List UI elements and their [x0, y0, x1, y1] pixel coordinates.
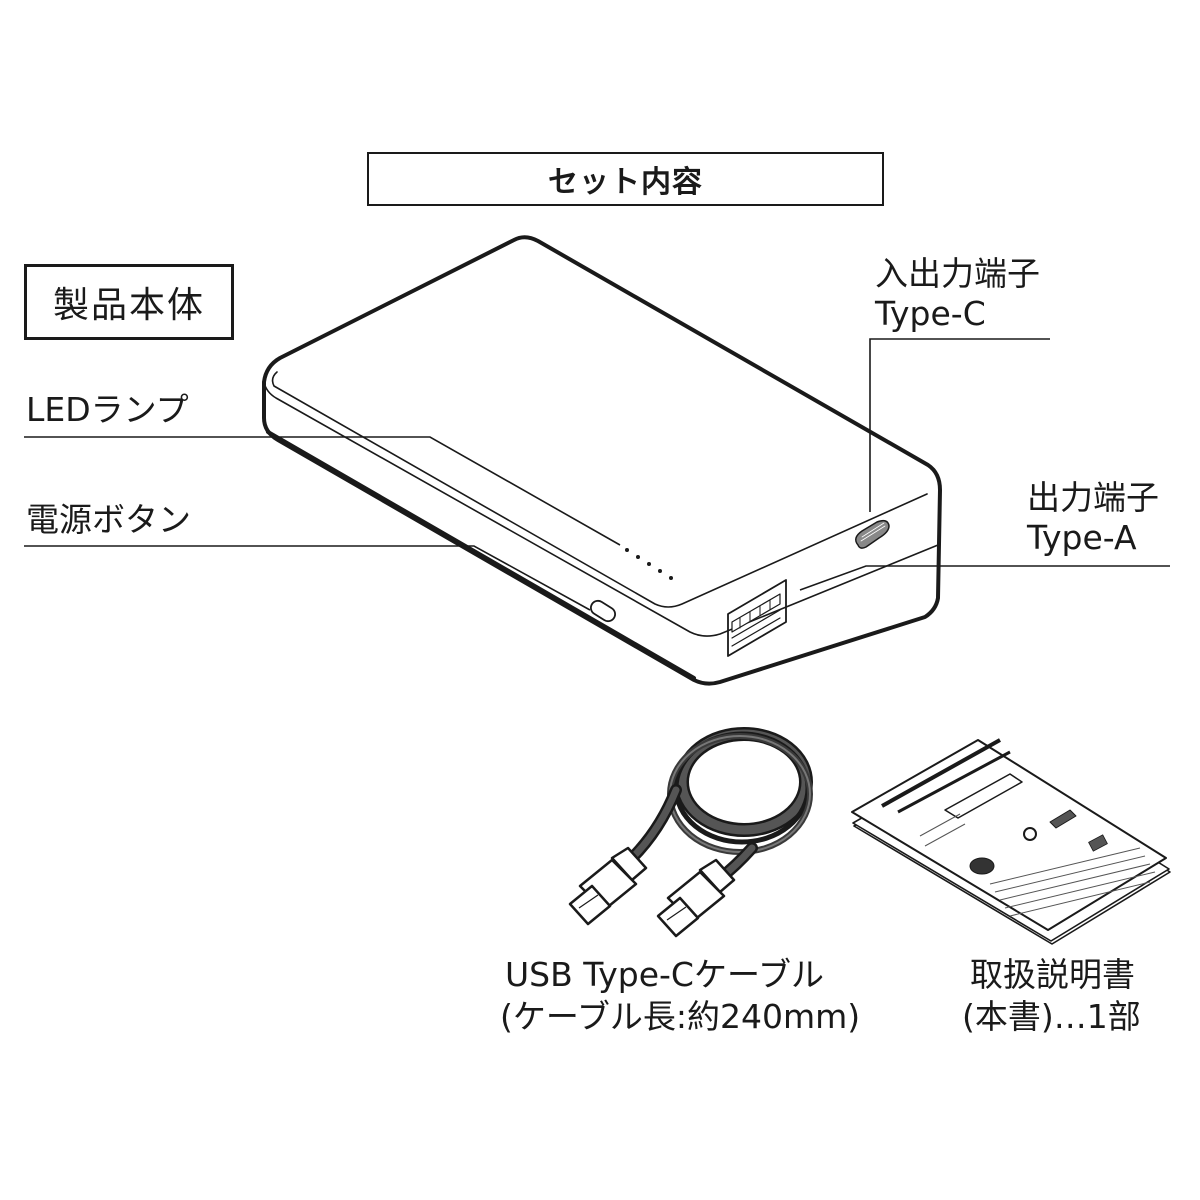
output-port-label-line1: 出力端子: [1027, 478, 1159, 517]
led-lamp-label: LEDランプ: [26, 390, 189, 429]
section-title-box: セット内容: [367, 152, 884, 206]
manual-label-line2: (本書)…1部: [962, 997, 1141, 1036]
cable-label-line1: USB Type-Cケーブル: [505, 955, 824, 994]
io-port-label-line2: Type-C: [875, 294, 986, 333]
section-title: セット内容: [548, 165, 703, 200]
usb-a-port: [727, 579, 787, 657]
manual-label-line1: 取扱説明書: [970, 955, 1135, 994]
usb-c-port: [855, 519, 890, 549]
led-indicator-dots: [625, 548, 673, 580]
usb-c-plug-right: [656, 858, 736, 938]
instruction-manual-illustration: [851, 738, 1171, 945]
usb-c-plug-left: [568, 846, 648, 926]
product-body-label: 製品本体: [52, 285, 205, 326]
power-bank-illustration: [262, 235, 942, 686]
cable-label-line2: (ケーブル長:約240mm): [500, 997, 861, 1036]
callout-lines: [24, 338, 1170, 611]
power-button-label: 電源ボタン: [26, 500, 191, 539]
product-body-label-box: 製品本体: [24, 264, 234, 340]
io-port-label-line1: 入出力端子: [875, 254, 1040, 293]
output-port-label-line2: Type-A: [1027, 518, 1137, 557]
usb-c-cable-illustration: [626, 727, 813, 886]
power-button-shape: [590, 599, 616, 623]
